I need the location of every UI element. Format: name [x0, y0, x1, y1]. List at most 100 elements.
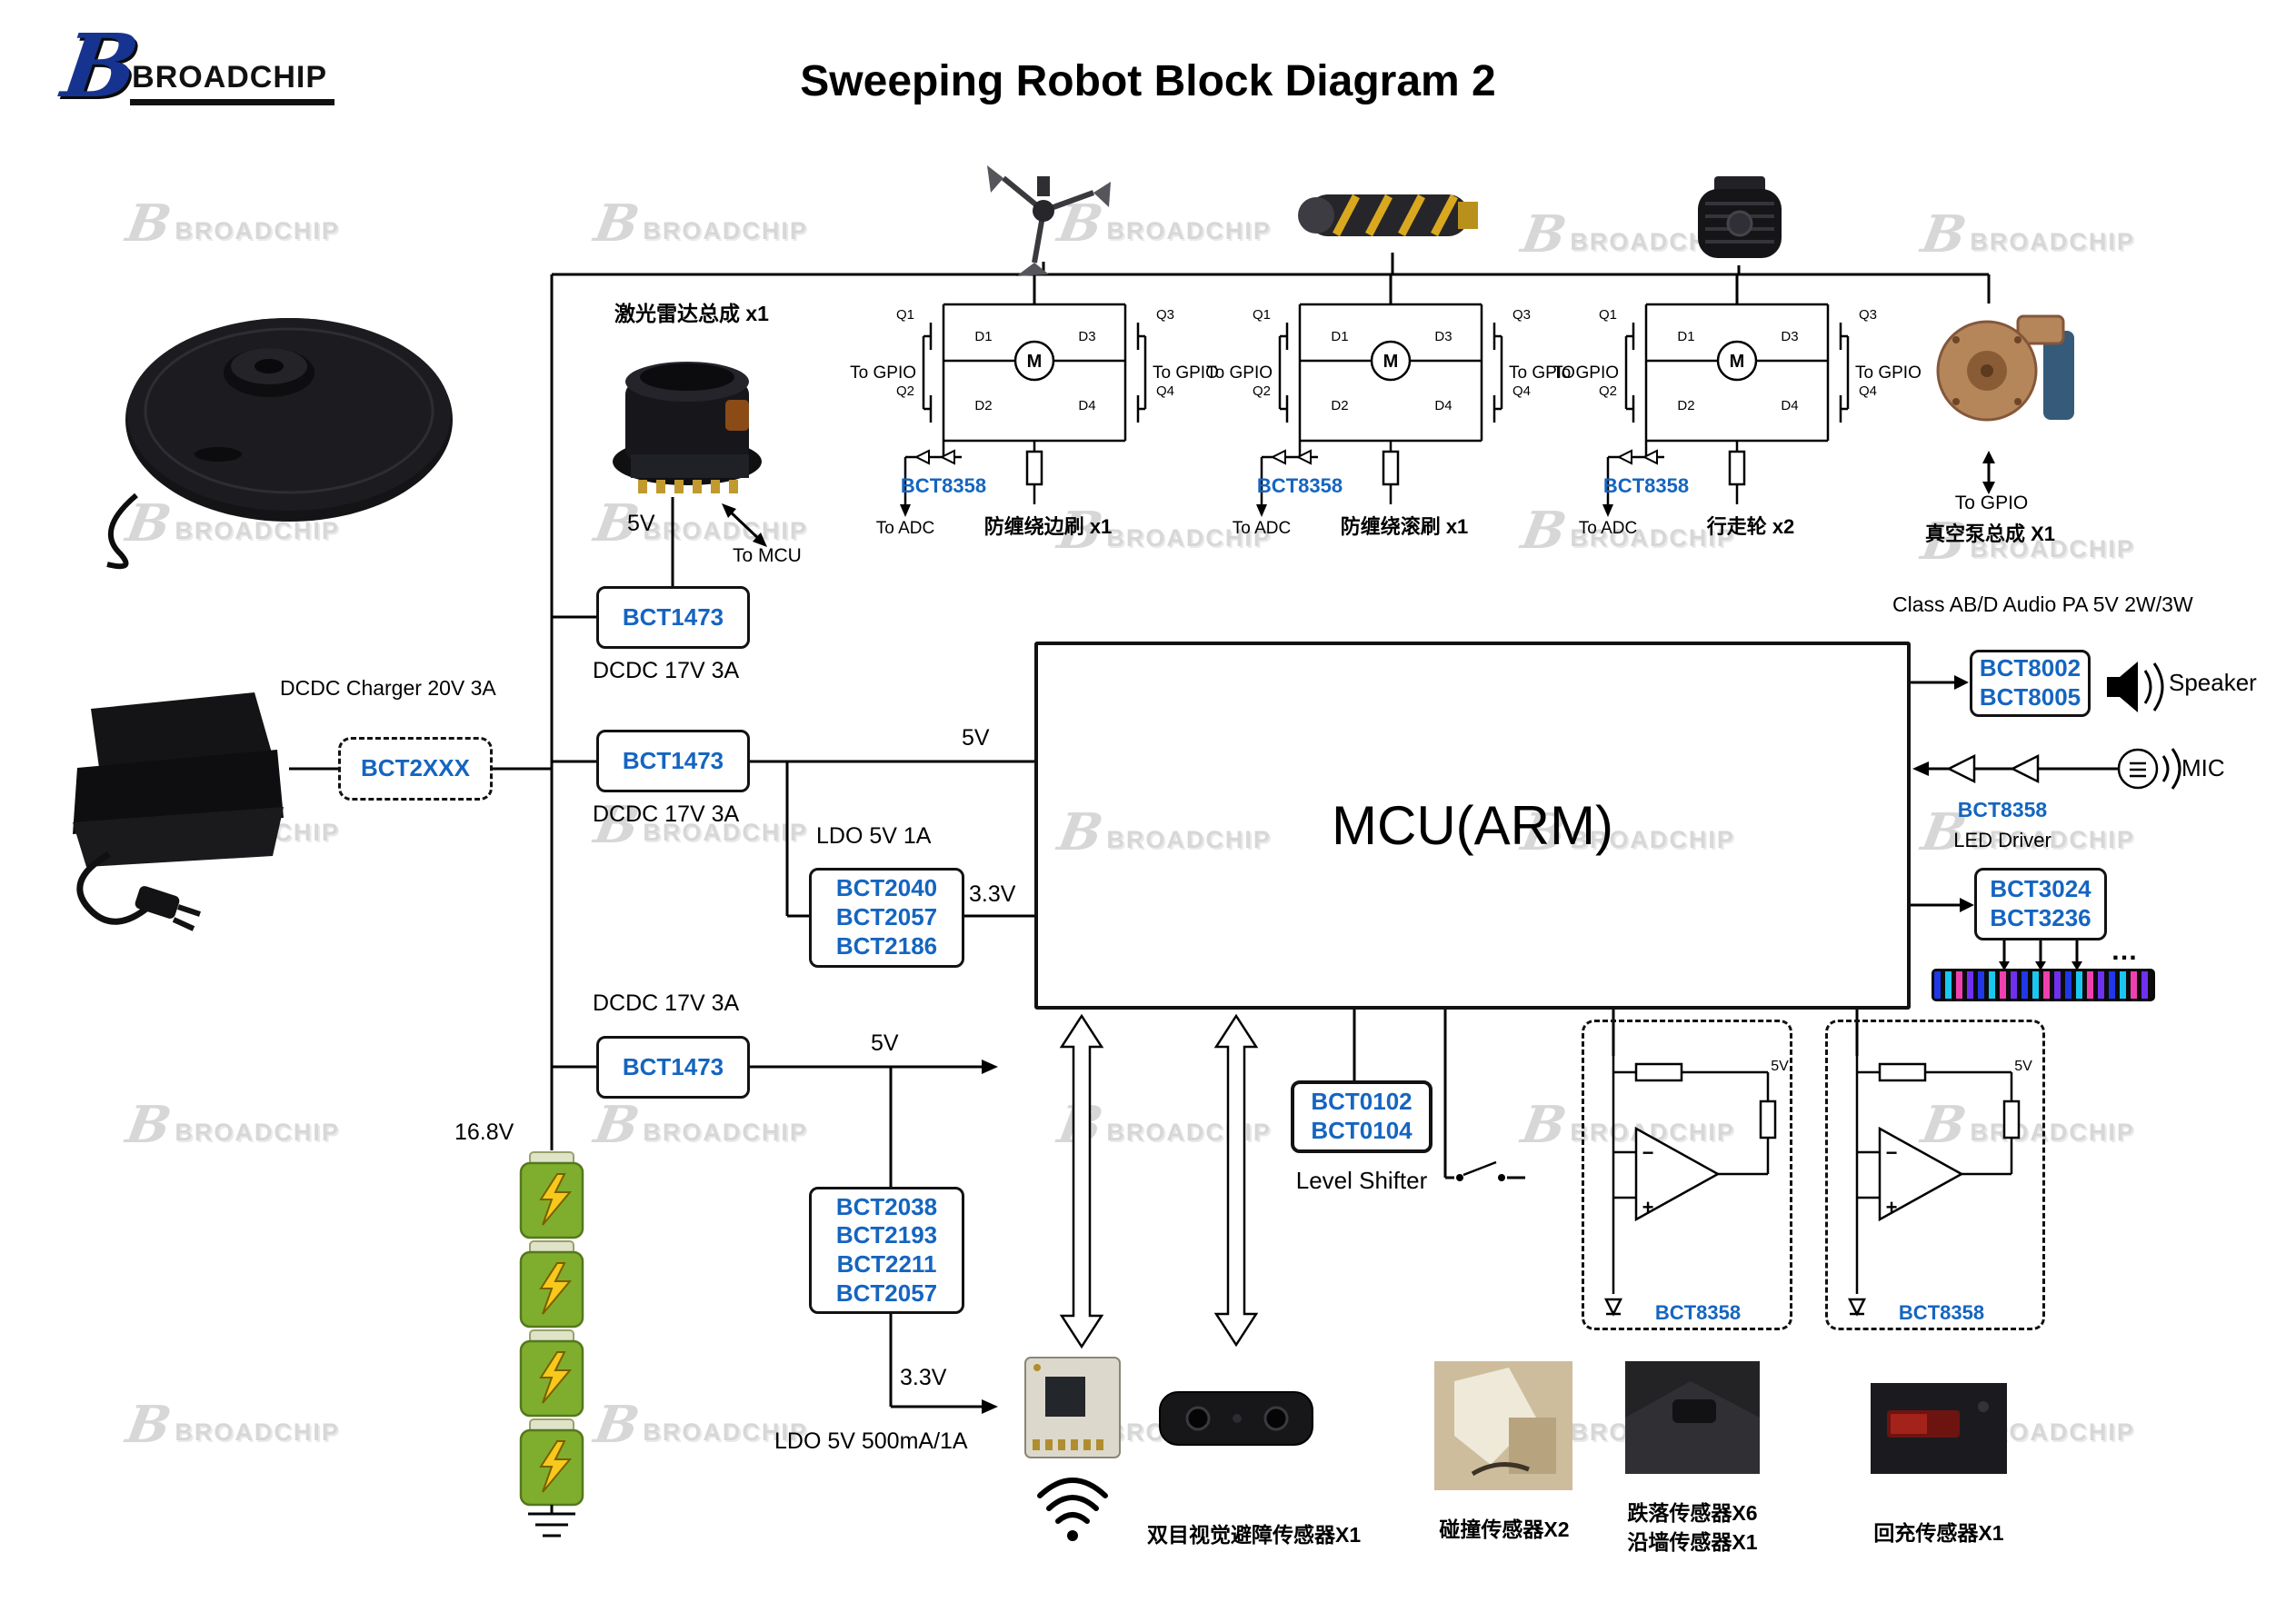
speaker-icon [2107, 662, 2164, 712]
audio-pa-line2: BCT8005 [1979, 683, 2081, 711]
led-driver-line2: BCT3236 [1990, 904, 2091, 931]
ldo2-line1: BCT2038 [835, 1192, 938, 1220]
svg-text:D2: D2 [1677, 398, 1694, 413]
svg-text:D3: D3 [1434, 329, 1452, 344]
svg-text:To GPIO: To GPIO [1206, 363, 1273, 383]
svg-text:Q1: Q1 [896, 307, 914, 323]
svg-text:To GPIO: To GPIO [1509, 363, 1575, 383]
level-shifter-line1: BCT0102 [1311, 1088, 1413, 1116]
svg-text:M: M [1027, 352, 1043, 372]
charger-caption: DCDC Charger 20V 3A [280, 676, 496, 700]
bump-sensor-photo [1434, 1361, 1572, 1490]
svg-text:Q3: Q3 [1156, 307, 1174, 323]
dcdc17-label-2: DCDC 17V 3A [593, 801, 740, 827]
svg-text:To GPIO: To GPIO [850, 363, 916, 383]
svg-text:+: + [1642, 1196, 1654, 1219]
level-shifter-label: Level Shifter [1295, 1167, 1428, 1194]
svg-text:D4: D4 [1781, 398, 1798, 413]
svg-text:To ADC: To ADC [1233, 519, 1291, 538]
charging-dock-photo [73, 692, 284, 931]
3v3-label-1: 3.3V [969, 881, 1016, 907]
broadchip-logo: B BROADCHIP [56, 15, 335, 117]
svg-text:To GPIO: To GPIO [1855, 363, 1922, 383]
battery-voltage-label: 16.8V [454, 1119, 514, 1145]
svg-text:Q1: Q1 [1599, 307, 1617, 323]
svg-text:D1: D1 [974, 329, 992, 344]
cliff-sensor-photo [1625, 1361, 1760, 1474]
cliff-sensor-label: 跌落传感器X6 [1627, 1501, 1758, 1525]
power-wires [289, 253, 2119, 1414]
audio-pa-chip-box: BCT8002 BCT8005 [1970, 650, 2091, 717]
led-driver-label: LED Driver [1953, 829, 2051, 851]
svg-text:BCT8358: BCT8358 [1603, 474, 1689, 497]
wheel-photo [1698, 176, 1782, 258]
wall-sensor-dashed-box [1825, 1020, 2045, 1330]
mic-driver-chip-label: BCT8358 [1957, 798, 2048, 821]
ldo1-line3: BCT2186 [835, 931, 938, 960]
svg-text:D2: D2 [974, 398, 992, 413]
dcdc17-label-1: DCDC 17V 3A [593, 658, 740, 683]
svg-text:D1: D1 [1331, 329, 1348, 344]
audio-class-label: Class AB/D Audio PA 5V 2W/3W [1892, 592, 2193, 616]
svg-text:+: + [1886, 1196, 1898, 1219]
svg-text:5V: 5V [2014, 1059, 2032, 1074]
mcu-block: MCU(ARM) [1034, 642, 1911, 1010]
led-strip [1932, 969, 2155, 1001]
led-strip-dots: … [2111, 936, 2138, 966]
svg-text:BCT8358: BCT8358 [901, 474, 986, 497]
wall-sensor-circuit: − + 5V BCT8358 [1847, 1056, 2032, 1324]
ground-symbol [528, 1505, 575, 1537]
svg-text:Q3: Q3 [1512, 307, 1531, 323]
5v-label-3: 5V [871, 1030, 899, 1056]
ldo1-line1: BCT2040 [835, 874, 938, 902]
buck1-chip-box: BCT1473 [596, 586, 750, 649]
to-mcu-label: To MCU [733, 545, 802, 566]
stereo-camera-bar [1159, 1391, 1313, 1446]
buck2-chip-box: BCT1473 [596, 730, 750, 792]
mcu-sensor-bus-arrows [1059, 1013, 1259, 1349]
svg-text:BCT8358: BCT8358 [1257, 474, 1343, 497]
svg-text:−: − [1886, 1141, 1898, 1164]
audio-pa-line1: BCT8002 [1979, 654, 2081, 682]
wifi-icon [1037, 1478, 1108, 1541]
cliff-sensor-dashed-box [1582, 1020, 1792, 1330]
bump-sensor-label: 碰撞传感器X2 [1439, 1518, 1570, 1541]
lidar-5v-label: 5V [627, 511, 655, 536]
svg-text:To ADC: To ADC [876, 519, 934, 538]
side-brush-photo [987, 165, 1111, 276]
buck3-chip-box: BCT1473 [596, 1036, 750, 1099]
wall-sensor-label: 沿墙传感器X1 [1627, 1530, 1758, 1554]
cliff-sensor-circuit: − + 5V BCT8358 [1603, 1056, 1789, 1324]
battery-cell [519, 1329, 584, 1418]
dock-sensor-photo [1871, 1383, 2007, 1474]
svg-text:To ADC: To ADC [1579, 519, 1637, 538]
logo-text: BROADCHIP [130, 57, 335, 106]
svg-text:Q4: Q4 [1156, 383, 1174, 399]
stereo-camera-pcb [1024, 1357, 1121, 1458]
svg-text:To GPIO: To GPIO [1153, 363, 1219, 383]
ldo2-chip-box: BCT2038 BCT2193 BCT2211 BCT2057 [809, 1187, 964, 1314]
svg-text:行走轮 x2: 行走轮 x2 [1706, 515, 1795, 538]
svg-text:Q4: Q4 [1859, 383, 1877, 399]
svg-text:D4: D4 [1078, 398, 1095, 413]
svg-text:M: M [1383, 352, 1399, 372]
svg-text:D4: D4 [1434, 398, 1452, 413]
vacuum-pump-photo [1936, 314, 2074, 422]
mic-amplifier-icons [1946, 753, 2040, 784]
